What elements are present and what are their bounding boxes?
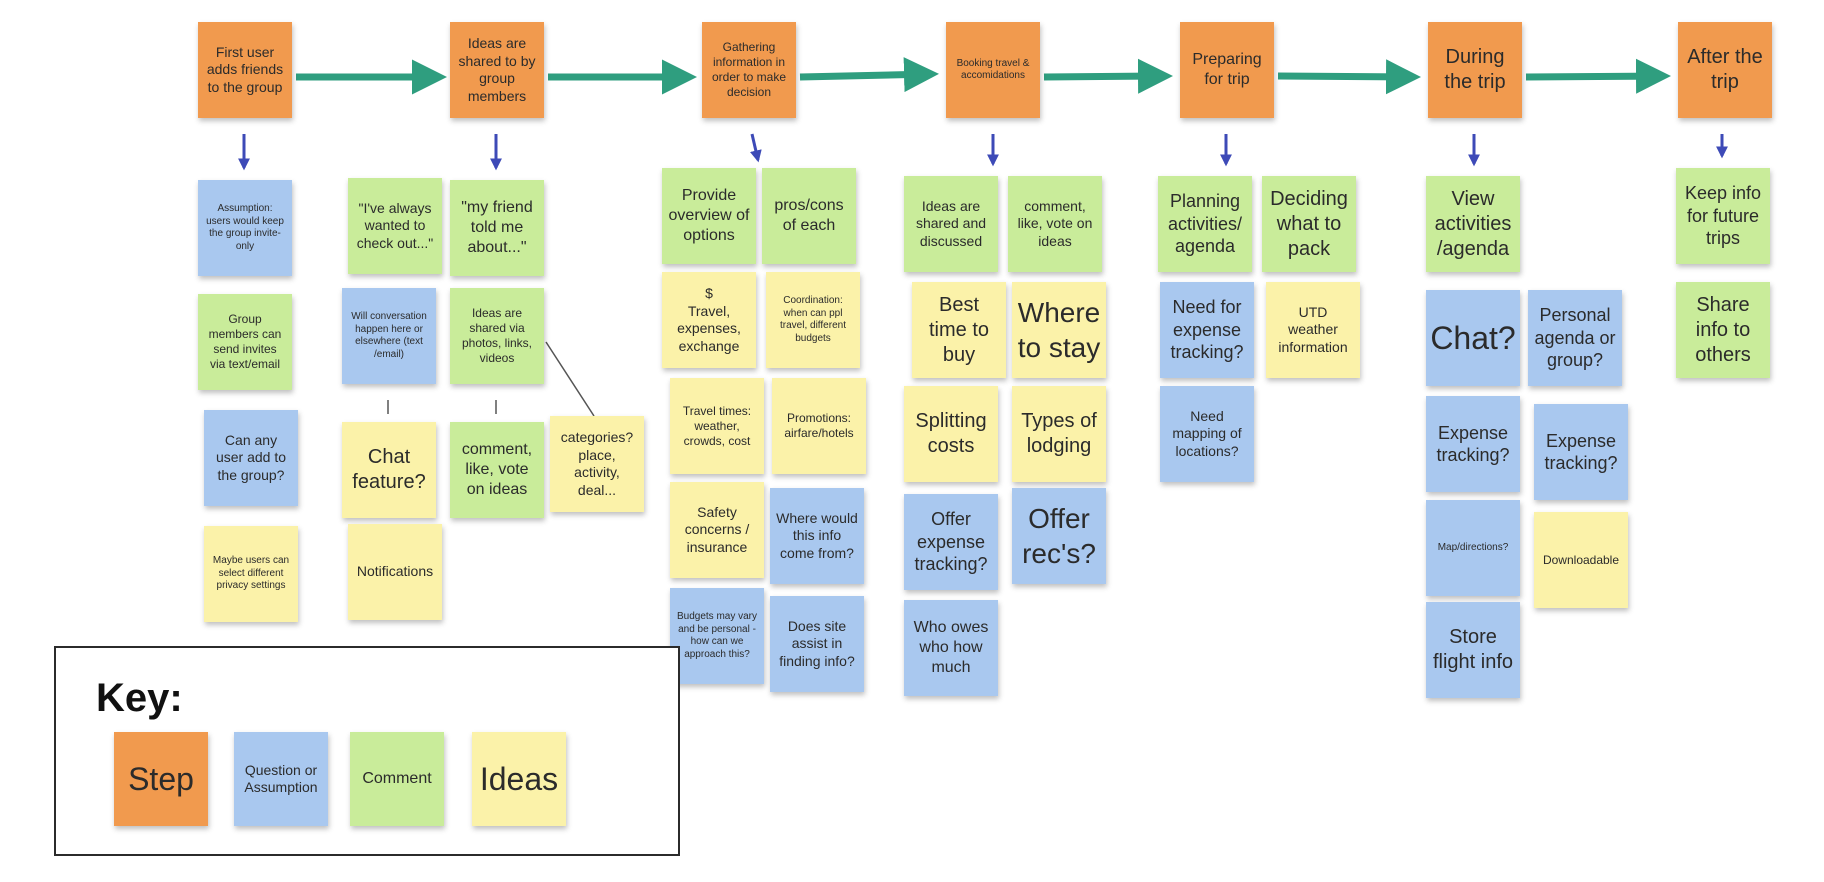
note-planning-activities[interactable]: Planning activities/ agenda bbox=[1158, 176, 1252, 272]
step-4-sticky[interactable]: Booking travel & accomidations bbox=[946, 22, 1040, 118]
note-offer-recs[interactable]: Offer rec's? bbox=[1012, 488, 1106, 584]
note-shared-discussed[interactable]: Ideas are shared and discussed bbox=[904, 176, 998, 272]
note-keep-info[interactable]: Keep info for future trips bbox=[1676, 168, 1770, 264]
note-overview-options[interactable]: Provide overview of options bbox=[662, 168, 756, 264]
note-deciding-pack[interactable]: Deciding what to pack bbox=[1262, 176, 1356, 272]
down-arrow bbox=[749, 133, 762, 163]
note-utd-weather[interactable]: UTD weather information bbox=[1266, 282, 1360, 378]
step-7-sticky[interactable]: After the trip bbox=[1678, 22, 1772, 118]
note-info-source[interactable]: Where would this info come from? bbox=[770, 488, 864, 584]
note-downloadable[interactable]: Downloadable bbox=[1534, 512, 1628, 608]
note-expense-tracking-2[interactable]: Expense tracking? bbox=[1534, 404, 1628, 500]
key-step-swatch: Step bbox=[114, 732, 208, 826]
step-5-sticky[interactable]: Preparing for trip bbox=[1180, 22, 1274, 118]
note-any-user-add[interactable]: Can any user add to the group? bbox=[204, 410, 298, 506]
note-chat[interactable]: Chat? bbox=[1426, 290, 1520, 386]
note-promotions[interactable]: Promotions: airfare/hotels bbox=[772, 378, 866, 474]
flow-arrow bbox=[1277, 59, 1421, 95]
note-need-expense-tracking[interactable]: Need for expense tracking? bbox=[1160, 282, 1254, 378]
note-types-lodging[interactable]: Types of lodging bbox=[1012, 386, 1106, 482]
note-conversation-where[interactable]: Will conversation happen here or elsewhe… bbox=[342, 288, 436, 384]
step-3-sticky[interactable]: Gathering information in order to make d… bbox=[702, 22, 796, 118]
note-who-owes[interactable]: Who owes who how much bbox=[904, 600, 998, 696]
flow-arrow bbox=[1525, 58, 1671, 94]
key-ideas-swatch: Ideas bbox=[472, 732, 566, 826]
note-invite-only-assumption[interactable]: Assumption: users would keep the group i… bbox=[198, 180, 292, 276]
note-share-info[interactable]: Share info to others bbox=[1676, 282, 1770, 378]
note-need-mapping[interactable]: Need mapping of locations? bbox=[1160, 386, 1254, 482]
note-site-assist[interactable]: Does site assist in finding info? bbox=[770, 596, 864, 692]
note-best-time-buy[interactable]: Best time to buy bbox=[912, 282, 1006, 378]
note-privacy-settings[interactable]: Maybe users can select different privacy… bbox=[204, 526, 298, 622]
note-expense-tracking-1[interactable]: Expense tracking? bbox=[1426, 396, 1520, 492]
step-6-sticky[interactable]: During the trip bbox=[1428, 22, 1522, 118]
flow-arrow bbox=[1043, 58, 1173, 94]
note-map-directions[interactable]: Map/directions? bbox=[1426, 500, 1520, 596]
note-view-activities[interactable]: View activities /agenda bbox=[1426, 176, 1520, 272]
note-always-wanted[interactable]: "I've always wanted to check out..." bbox=[348, 178, 442, 274]
note-comment-like-vote[interactable]: comment, like, vote on ideas bbox=[450, 422, 544, 518]
down-arrows bbox=[238, 133, 1728, 171]
note-safety-insurance[interactable]: Safety concerns / insurance bbox=[670, 482, 764, 578]
note-friend-told-me[interactable]: "my friend told me about..." bbox=[450, 180, 544, 276]
note-pros-cons[interactable]: pros/cons of each bbox=[762, 168, 856, 264]
note-notifications[interactable]: Notifications bbox=[348, 524, 442, 620]
note-splitting-costs[interactable]: Splitting costs bbox=[904, 386, 998, 482]
note-travel-expenses[interactable]: $ Travel, expenses, exchange bbox=[662, 272, 756, 368]
step-1-sticky[interactable]: First user adds friends to the group bbox=[198, 22, 292, 118]
note-personal-agenda[interactable]: Personal agenda or group? bbox=[1528, 290, 1622, 386]
note-send-invites[interactable]: Group members can send invites via text/… bbox=[198, 294, 292, 390]
key-question-swatch: Question or Assumption bbox=[234, 732, 328, 826]
note-store-flight-info[interactable]: Store flight info bbox=[1426, 602, 1520, 698]
step-2-sticky[interactable]: Ideas are shared to by group members bbox=[450, 22, 544, 118]
note-travel-times[interactable]: Travel times: weather, crowds, cost bbox=[670, 378, 764, 474]
key-comment-swatch: Comment bbox=[350, 732, 444, 826]
note-shared-photos[interactable]: Ideas are shared via photos, links, vide… bbox=[450, 288, 544, 384]
tick-lines bbox=[387, 341, 595, 417]
note-where-to-stay[interactable]: Where to stay bbox=[1012, 282, 1106, 378]
note-budgets-vary[interactable]: Budgets may vary and be personal - how c… bbox=[670, 588, 764, 684]
note-categories[interactable]: categories? place, activity, deal... bbox=[550, 416, 644, 512]
note-coordination[interactable]: Coordination: when can ppl travel, diffe… bbox=[766, 272, 860, 368]
connector-line bbox=[545, 341, 595, 417]
note-chat-feature[interactable]: Chat feature? bbox=[342, 422, 436, 518]
key-title: Key: bbox=[96, 676, 183, 720]
note-offer-expense-tracking[interactable]: Offer expense tracking? bbox=[904, 494, 998, 590]
flow-arrow bbox=[799, 57, 939, 93]
flow-arrows bbox=[296, 57, 1671, 95]
note-comment-like-vote-2[interactable]: comment, like, vote on ideas bbox=[1008, 176, 1102, 272]
